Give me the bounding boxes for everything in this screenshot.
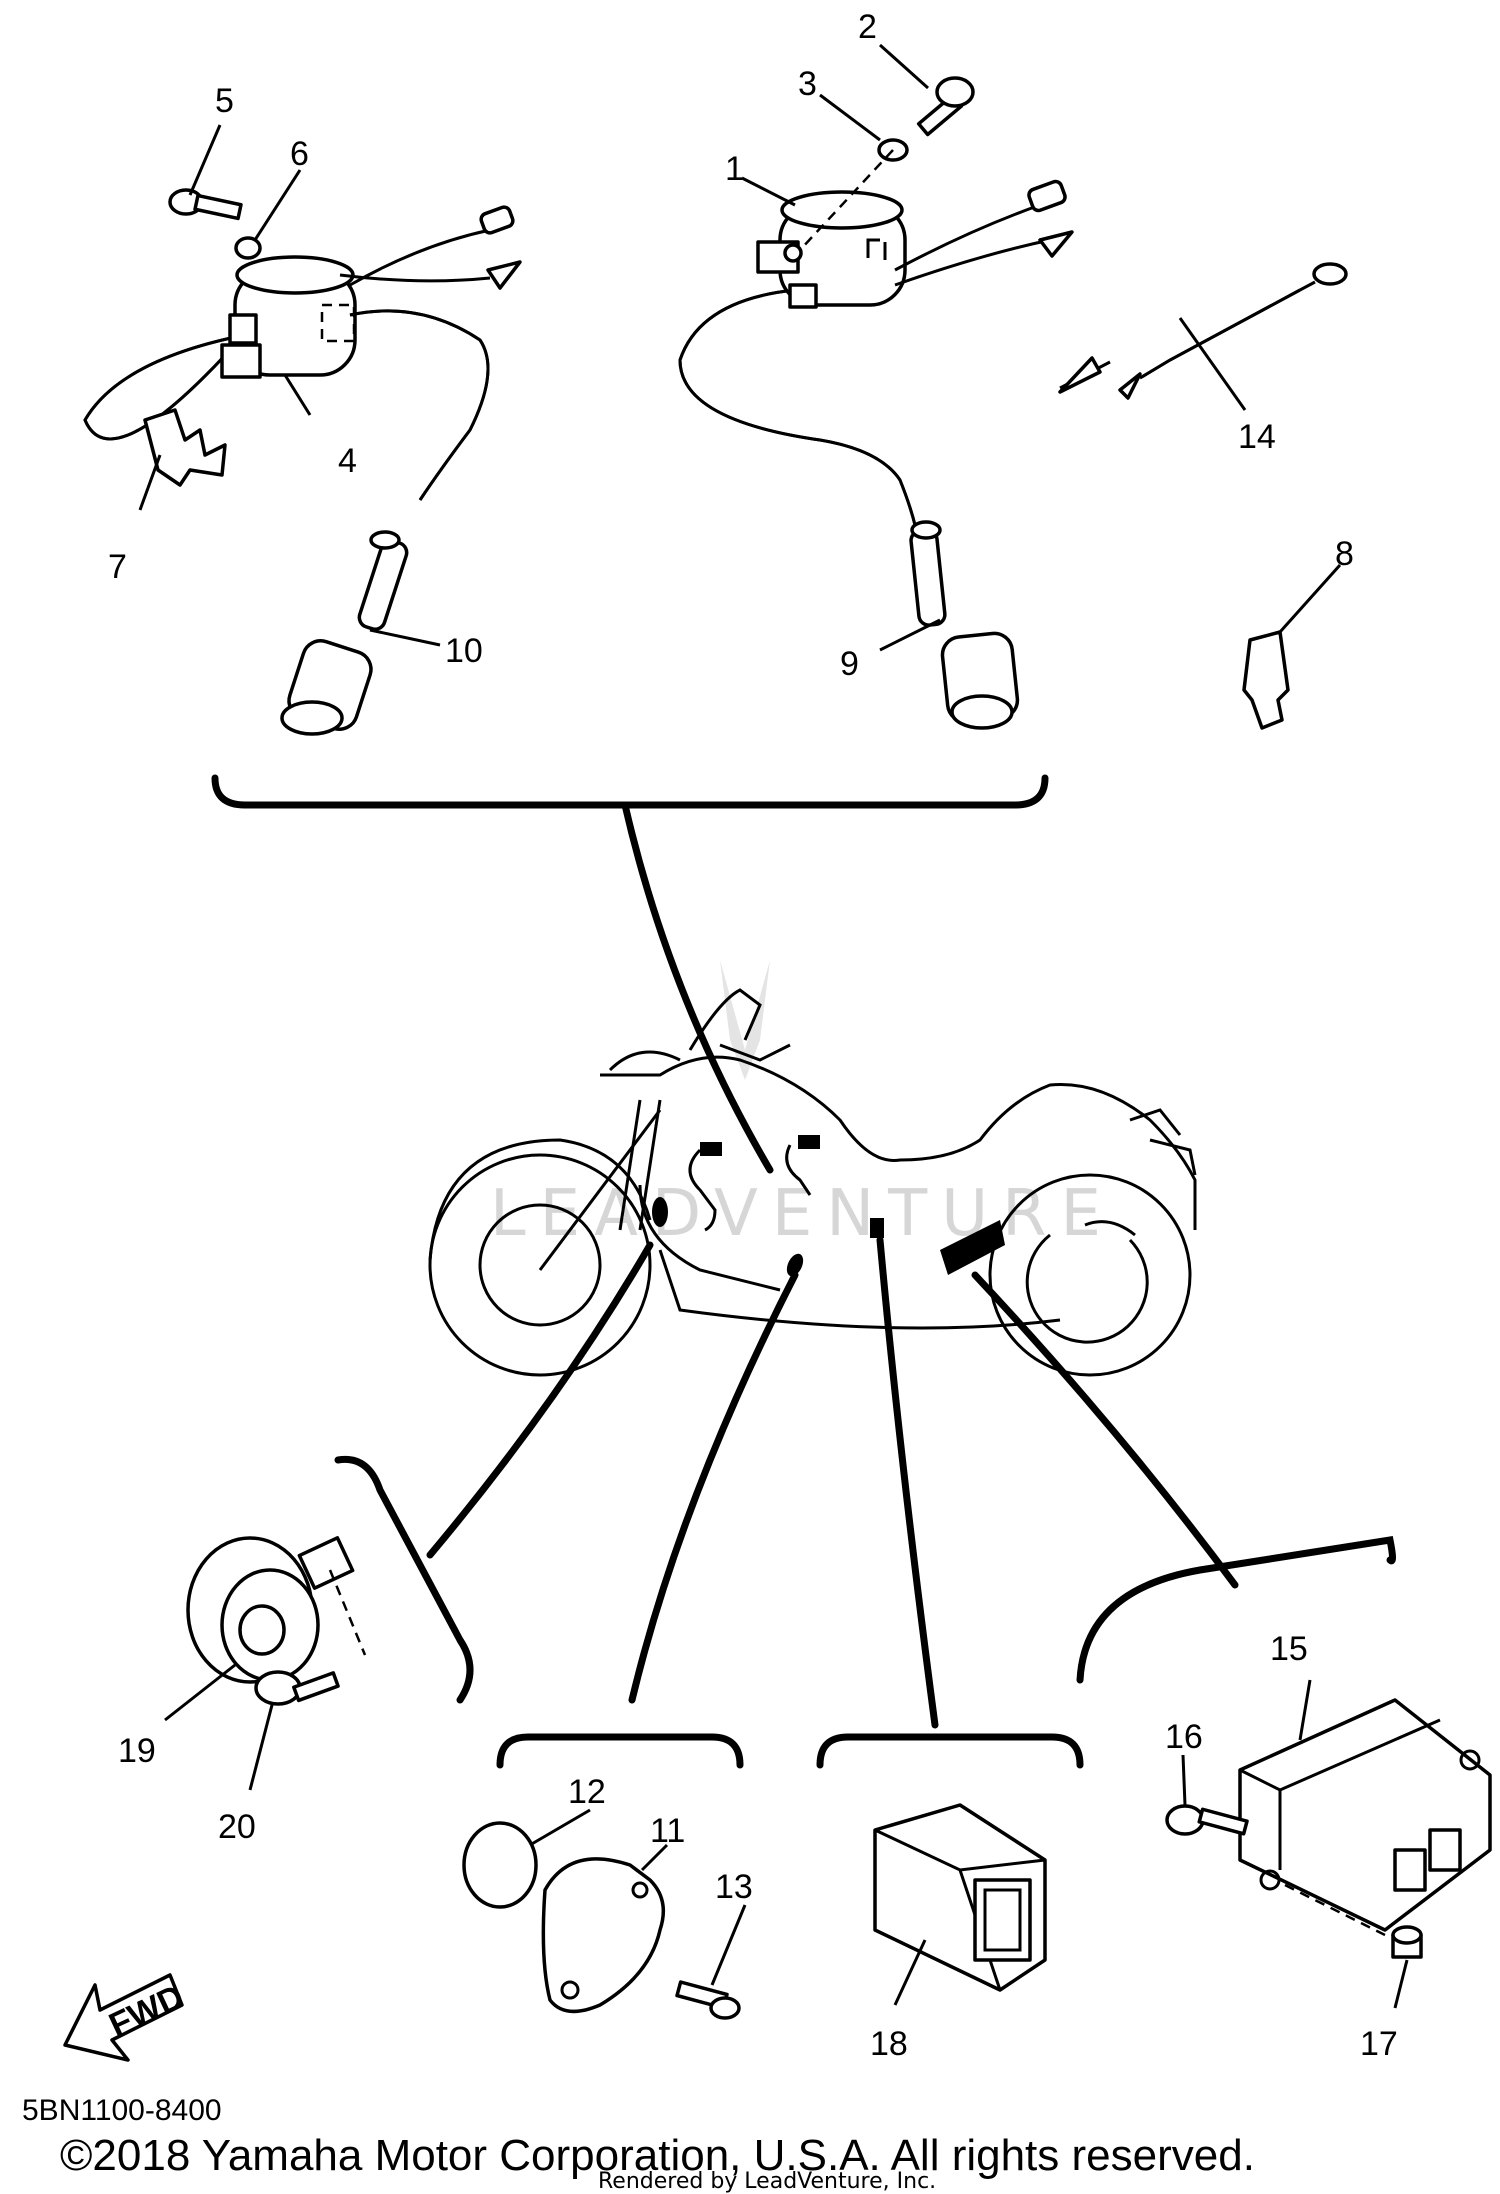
- top-group-leader: [621, 801, 774, 1174]
- bolt-20: [254, 1670, 340, 1706]
- forward-arrow: FWD: [63, 1973, 190, 2062]
- cover-11: [541, 1857, 666, 2014]
- regulator-leader: [971, 1271, 1239, 1589]
- callout-6: 6: [290, 135, 309, 173]
- callout-8: 8: [1335, 535, 1354, 573]
- plug-cap-9: [909, 520, 1020, 730]
- callout-16: 16: [1165, 1718, 1203, 1756]
- callout-2: 2: [858, 8, 877, 46]
- relay-18: [873, 1803, 1047, 1992]
- motorcycle-outline: [428, 988, 1197, 1377]
- callout-13: 13: [715, 1868, 753, 1906]
- collar-17: [1391, 1925, 1423, 1959]
- callout-12: 12: [568, 1773, 606, 1811]
- ignition-coil-4: [83, 205, 522, 501]
- o-ring-12: [462, 1821, 538, 1909]
- callout-5: 5: [215, 82, 234, 120]
- horn-leader: [426, 1241, 654, 1559]
- screw-13: [675, 1980, 741, 2020]
- callout-20: 20: [218, 1808, 256, 1846]
- callout-1: 1: [725, 150, 744, 188]
- bolt-2: [916, 76, 975, 137]
- callout-9: 9: [840, 645, 859, 683]
- cover-group-bracket: [496, 1733, 744, 1769]
- callout-19: 19: [118, 1732, 156, 1770]
- plug-cap-10: [280, 530, 409, 736]
- callout-3: 3: [798, 65, 817, 103]
- bolt-5: [168, 188, 243, 221]
- callout-7: 7: [108, 548, 127, 586]
- top-group-bracket: [211, 774, 1049, 809]
- callout-11: 11: [650, 1812, 685, 1850]
- callout-17: 17: [1360, 2025, 1398, 2063]
- regulator-15: [1238, 1698, 1492, 1937]
- part-code: 5BN1100-8400: [22, 2094, 222, 2127]
- rendered-by-notice: Rendered by LeadVenture, Inc.: [598, 2169, 936, 2194]
- lead-wire-14: [1058, 262, 1348, 400]
- callout-leaders: [138, 43, 1409, 2009]
- callout-10: 10: [445, 632, 483, 670]
- callout-18: 18: [870, 2025, 908, 2063]
- callout-14: 14: [1238, 418, 1276, 456]
- clamp-7: [143, 408, 227, 487]
- clip-8: [1242, 630, 1290, 730]
- ignition-coil-1: [678, 179, 1074, 526]
- regulator-group-bracket: [1076, 1536, 1396, 1684]
- copyright-notice: ©2018 Yamaha Motor Corporation, U.S.A. A…: [60, 2131, 1255, 2180]
- relay-leader: [876, 1236, 939, 1729]
- relay-group-bracket: [816, 1733, 1084, 1769]
- leadventure-watermark: LEADVENTURE: [490, 960, 1101, 1251]
- callout-15: 15: [1270, 1630, 1308, 1668]
- screw-16: [1165, 1804, 1249, 1836]
- washer-6: [234, 236, 262, 260]
- horn-bracket: [334, 1455, 474, 1704]
- horn-19: [186, 1536, 367, 1684]
- callout-4: 4: [338, 442, 357, 480]
- callout-numbers: 1 2 3 4 5 6 7 8 9 10 11 12 13 14 15 16 1…: [108, 8, 1398, 2063]
- cover-leader: [628, 1271, 799, 1704]
